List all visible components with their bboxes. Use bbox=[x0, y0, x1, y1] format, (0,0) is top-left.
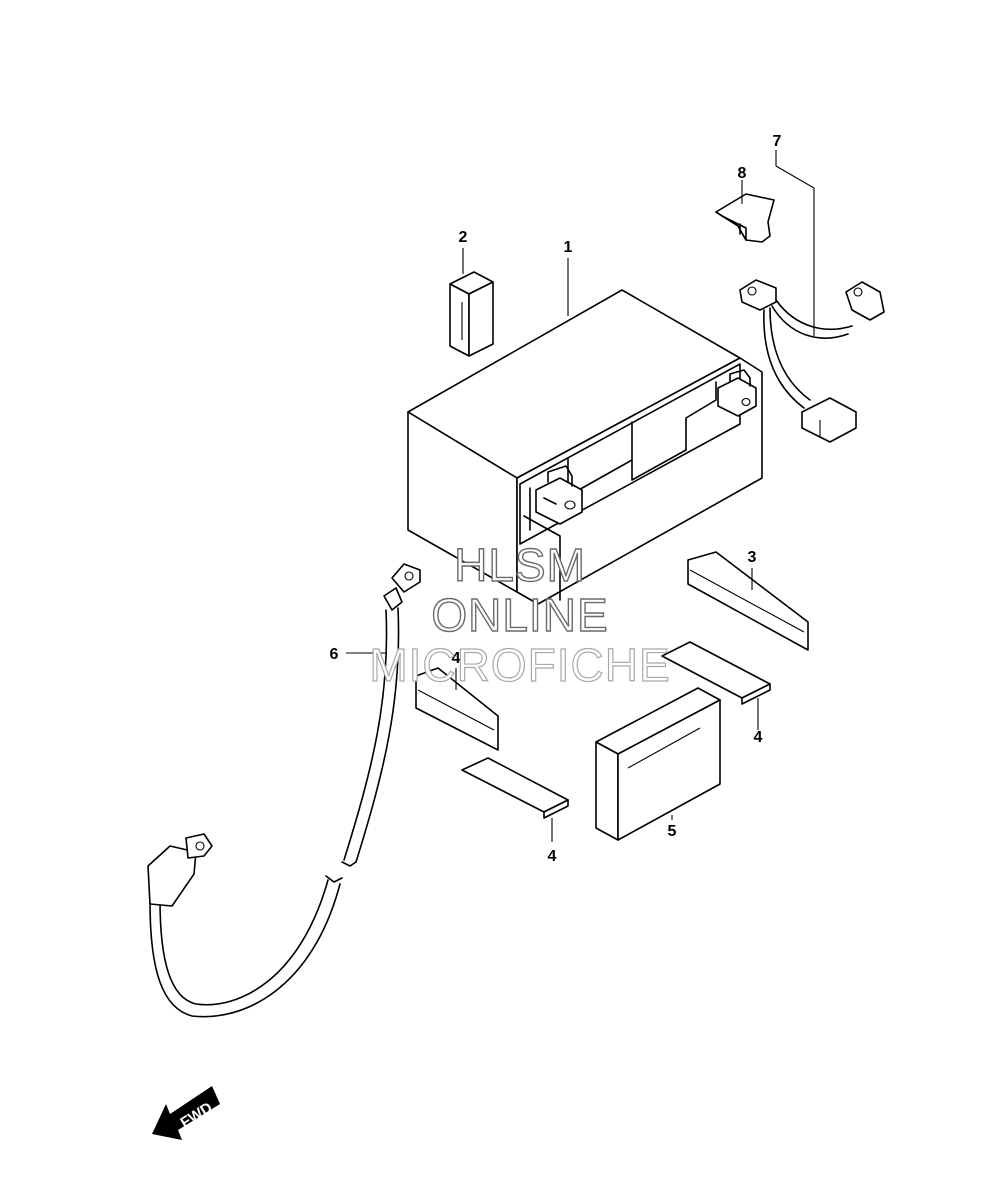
pad-part-4-right bbox=[661, 641, 771, 705]
callout-labels: 1 2 3 4 4 4 5 6 7 8 bbox=[330, 133, 782, 865]
watermark-line-3: MICROFICHE bbox=[369, 638, 671, 691]
callout-5: 5 bbox=[668, 823, 677, 840]
callout-4-lower: 4 bbox=[548, 848, 557, 865]
fwd-arrow-icon: FWD bbox=[152, 1086, 220, 1140]
callout-2: 2 bbox=[459, 229, 468, 246]
callout-4-right: 4 bbox=[754, 729, 763, 746]
pad-part-4-left bbox=[415, 667, 499, 751]
wire-harness-part-7 bbox=[739, 279, 885, 443]
pad-part-3 bbox=[687, 551, 809, 651]
watermark-line-2: ONLINE bbox=[431, 588, 609, 641]
terminal-cover-part-8 bbox=[715, 193, 775, 243]
callout-4-left: 4 bbox=[452, 650, 461, 667]
watermark-line-1: HLSM bbox=[453, 538, 586, 591]
callout-1: 1 bbox=[564, 239, 573, 256]
callout-3: 3 bbox=[748, 549, 757, 566]
battery-cable-part-6 bbox=[147, 563, 421, 1018]
callout-7: 7 bbox=[773, 133, 782, 150]
leader-lines bbox=[346, 150, 815, 842]
callout-6: 6 bbox=[330, 646, 339, 663]
pad-part-4-lower bbox=[461, 757, 569, 819]
cap-block-part bbox=[449, 271, 494, 357]
battery-box-part-5 bbox=[595, 687, 721, 841]
battery bbox=[407, 289, 763, 605]
callout-8: 8 bbox=[738, 165, 747, 182]
